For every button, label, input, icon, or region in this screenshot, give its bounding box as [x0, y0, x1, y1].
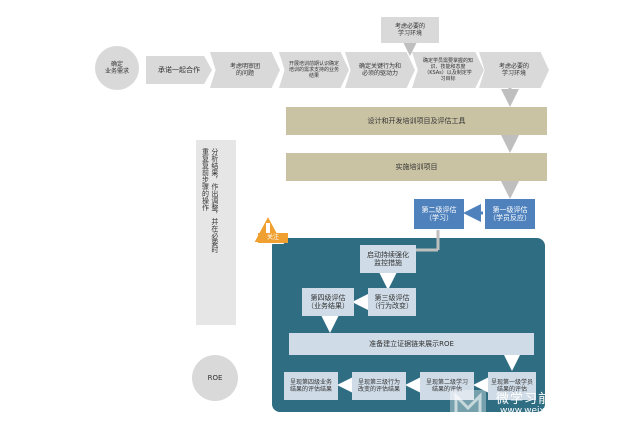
node-level3: 第三级评估 （行为改变） — [368, 288, 416, 316]
node-required-env-right: 考虑必要的 学习环境 — [479, 52, 549, 88]
warning-icon — [251, 213, 285, 251]
node-prepare-roe: 准备建立证据链来展示ROE — [289, 333, 534, 355]
node-implement: 实施培训项目 — [286, 153, 547, 181]
node-continuous-reinforcement: 启动持续强化 监控措施 — [360, 245, 416, 273]
watermark-title: 微学习前沿 — [496, 392, 567, 407]
node-level2: 第二级评估 （学习） — [414, 199, 464, 229]
node-roe: ROE — [192, 355, 238, 401]
node-level4: 第四级评估 （业务结果） — [302, 288, 354, 316]
node-build-understanding: 开展培训前期认识确定培训的需求支持的业务结果 — [279, 52, 349, 88]
watermark-url: www.weixuexi.org — [500, 406, 582, 416]
node-present-l3: 呈现第三级行为 改变的评估结果 — [352, 372, 406, 400]
node-commit-cooperate: 承诺一起合作 — [146, 56, 212, 84]
warning-label: 关注 — [258, 233, 288, 243]
side-note-panel — [196, 140, 236, 325]
node-identify-ksas: 确定学员需要掌握的知识、技能和态度（KSAs）以及制定学习目标 — [412, 52, 484, 88]
node-present-l2: 呈现第二级学习 结果的评估 — [420, 372, 474, 400]
node-design-develop: 设计和开发培训项目及评估工具 — [286, 107, 547, 135]
node-required-env-top: 考虑必要的 学习环境 — [381, 17, 439, 43]
side-note-text: 分析结果，作出调整，并在必要时 重复复前步骤的操作 — [201, 148, 219, 253]
node-present-l4: 呈现第四级业务 结果的评估结果 — [284, 372, 338, 400]
watermark-logo — [430, 380, 630, 424]
node-key-behaviors: 确定关键行为和 必须的驱动力 — [345, 52, 415, 88]
node-level1: 第一级评估 （学员反应） — [485, 199, 535, 229]
node-business-needs: 确定 业务需求 — [95, 46, 139, 90]
node-consider-clarified: 考虑明审团 的问题 — [210, 52, 280, 88]
node-present-l1: 呈现第一级学员 结果的评估 — [488, 372, 536, 400]
